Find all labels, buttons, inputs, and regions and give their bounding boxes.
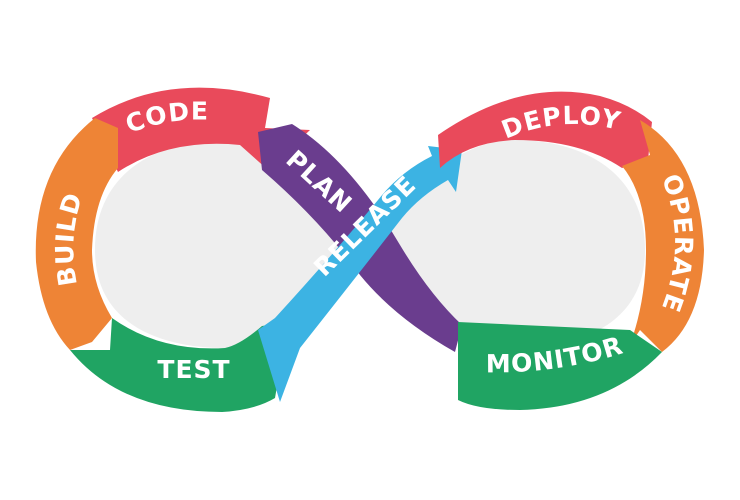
operate-segment [622,120,704,352]
build-segment [35,118,118,350]
test-segment [70,318,288,412]
release-segment [258,146,462,402]
deploy-segment [438,91,652,168]
right-loop-fill [370,140,645,348]
test-label: TEST [157,355,230,384]
monitor-segment [458,322,662,410]
code-segment [92,87,310,172]
